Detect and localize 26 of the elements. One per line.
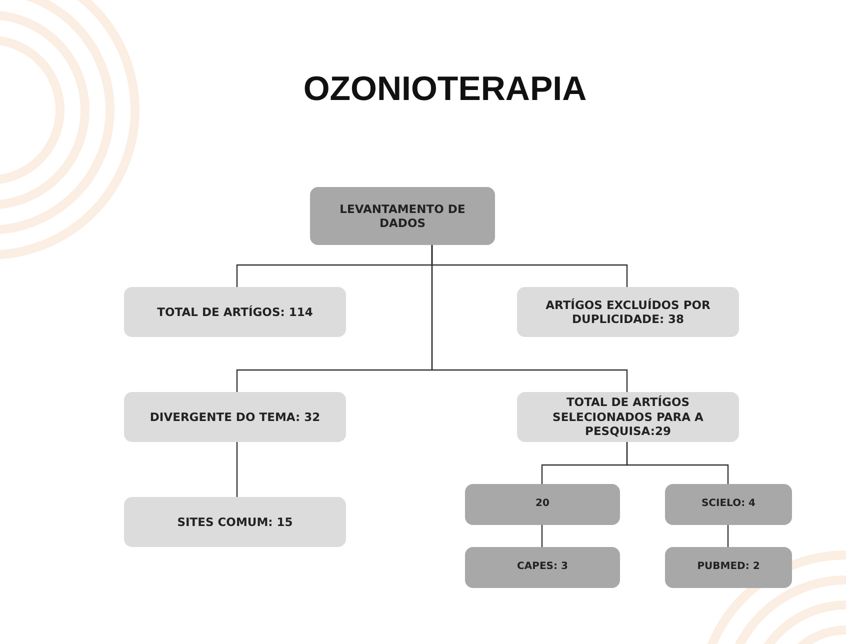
connector-line xyxy=(727,525,729,547)
box-label: DIVERGENTE DO TEMA: 32 xyxy=(150,410,320,424)
connector-line xyxy=(541,525,543,547)
process-box xyxy=(517,287,739,337)
connector-line xyxy=(626,442,729,484)
box-label: SCIELO: 4 xyxy=(701,498,756,511)
process-box xyxy=(124,392,346,442)
process-box xyxy=(310,187,495,245)
process-box xyxy=(465,547,620,588)
process-box xyxy=(517,392,739,442)
diagram-title: OZONIOTERAPIA xyxy=(302,70,588,109)
process-box xyxy=(665,547,792,588)
box-label: CAPES: 3 xyxy=(517,561,568,574)
process-box xyxy=(124,287,346,337)
connector-line xyxy=(236,442,238,497)
connector-line xyxy=(431,245,628,392)
box-label: ARTÍGOS EXCLUÍDOS POR DUPLICIDADE: 38 xyxy=(544,298,712,326)
process-box xyxy=(124,497,346,547)
process-box xyxy=(465,484,620,525)
process-box xyxy=(665,484,792,525)
box-label: TOTAL DE ARTÍGOS SELECIONADOS PARA A PESQUISA:29 xyxy=(552,395,704,439)
box-label: PUBMED: 2 xyxy=(697,561,760,574)
box-label: TOTAL DE ARTÍGOS: 114 xyxy=(157,304,313,320)
box-label: LEVANTAMENTO DE DADOS xyxy=(338,202,466,230)
box-label: 20 xyxy=(536,498,550,511)
box-label: SITES COMUM: 15 xyxy=(177,514,293,530)
